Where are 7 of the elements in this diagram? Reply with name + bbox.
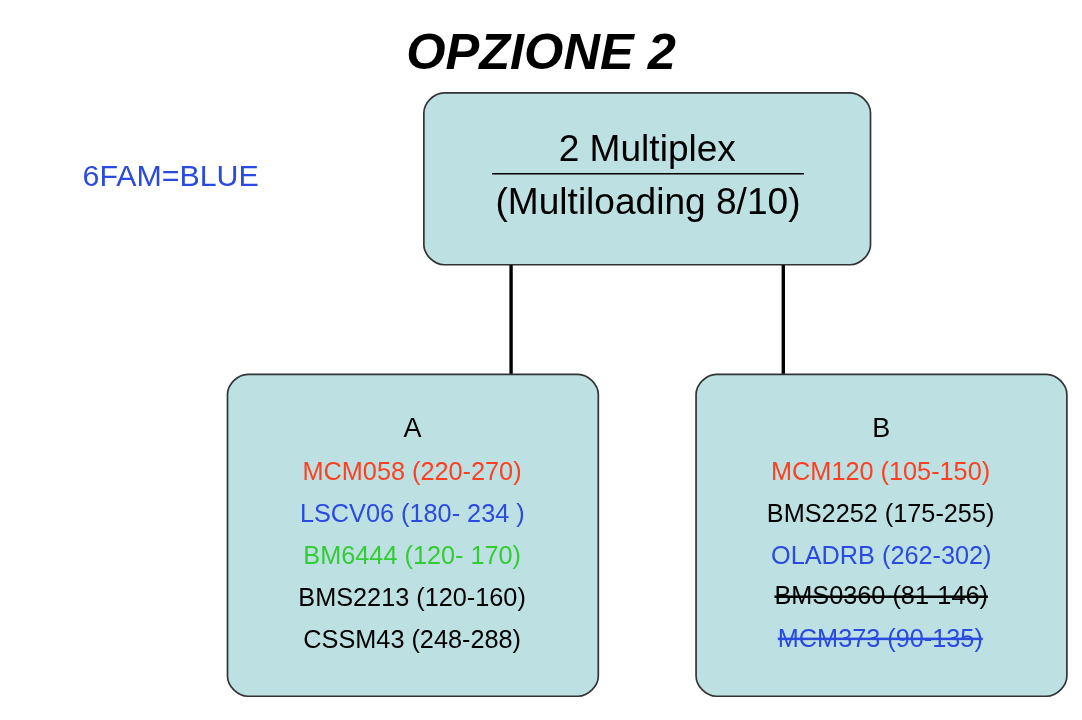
legend-label: 6FAM=BLUE — [82, 159, 259, 193]
connector — [509, 265, 513, 374]
node-box: A MCM058 (220-270) LSCV06 (180- 234 ) BM6444 (120- 170) BMS2213 (120-160) CSSM43 (248-288) — [226, 373, 600, 698]
connector — [781, 265, 785, 374]
node-box: B MCM120 (105-150) BMS2252 (175-255) OLADRB (262-302) BMS0360 (81-146) MCM373 (90-135) — [695, 373, 1068, 698]
diagram-title: OPZIONE 2 — [406, 23, 676, 81]
node-box: 2 Multiplex (Multiloading 8/10) — [423, 92, 872, 266]
